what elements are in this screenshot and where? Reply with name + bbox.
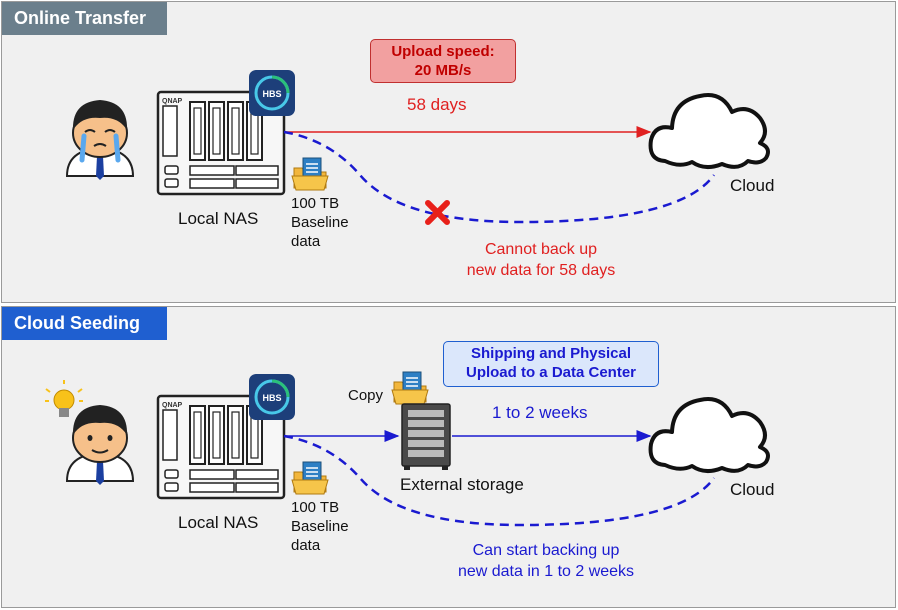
blocked-x-icon bbox=[425, 200, 450, 225]
online-duration: 58 days bbox=[407, 95, 467, 114]
upload-speed-callout: Upload speed: 20 MB/s bbox=[370, 39, 516, 83]
seeding-result-text: Can start backing up new data in 1 to 2 … bbox=[436, 540, 656, 582]
nas-device-icon: QNAP bbox=[156, 394, 286, 500]
person-icon bbox=[65, 405, 135, 485]
baseline-word: Baseline bbox=[291, 518, 349, 535]
idea-bulb-icon bbox=[45, 380, 83, 417]
copy-label: Copy bbox=[348, 387, 384, 404]
shipping-callout-line-1: Shipping and Physical bbox=[470, 345, 632, 362]
seeding-baseline-label: 100 TB Baseline data bbox=[291, 498, 349, 555]
external-storage-icon bbox=[401, 403, 451, 470]
svg-text:HBS: HBS bbox=[262, 89, 281, 99]
baseline-size: 100 TB bbox=[291, 195, 340, 212]
warning-line-1: Cannot back up bbox=[484, 241, 598, 258]
seeding-cloud-label: Cloud bbox=[730, 480, 775, 499]
svg-text:QNAP: QNAP bbox=[162, 402, 183, 409]
online-transfer-tab: Online Transfer bbox=[2, 2, 167, 35]
hbs-app-icon: HBS bbox=[249, 374, 295, 420]
external-storage-label: External storage bbox=[400, 475, 524, 494]
hbs-app-icon: HBS bbox=[249, 70, 295, 116]
seeding-nas-label: Local NAS bbox=[178, 513, 259, 532]
baseline-folder-icon bbox=[291, 157, 329, 191]
baseline-word: Baseline bbox=[291, 214, 349, 231]
baseline-data-word: data bbox=[291, 233, 321, 250]
shipping-callout-line-2: Upload to a Data Center bbox=[465, 364, 637, 381]
copy-folder-icon bbox=[391, 371, 429, 405]
online-baseline-label: 100 TB Baseline data bbox=[291, 194, 349, 251]
cloud-icon bbox=[648, 397, 770, 473]
cloud-icon bbox=[648, 93, 770, 169]
online-warning-text: Cannot back up new data for 58 days bbox=[446, 239, 636, 281]
svg-text:HBS: HBS bbox=[262, 393, 281, 403]
online-cloud-label: Cloud bbox=[730, 176, 775, 195]
online-nas-label: Local NAS bbox=[178, 209, 259, 228]
cloud-seeding-tab: Cloud Seeding bbox=[2, 307, 167, 340]
upload-speed-value: 20 MB/s bbox=[414, 62, 472, 79]
baseline-size: 100 TB bbox=[291, 499, 340, 516]
baseline-folder-icon bbox=[291, 461, 329, 495]
result-line-1: Can start backing up bbox=[472, 542, 620, 559]
shipping-callout: Shipping and Physical Upload to a Data C… bbox=[443, 341, 659, 387]
crying-person-icon bbox=[65, 100, 135, 180]
seeding-duration: 1 to 2 weeks bbox=[492, 403, 588, 422]
result-line-2: new data in 1 to 2 weeks bbox=[457, 563, 635, 580]
upload-speed-label: Upload speed: bbox=[391, 43, 495, 60]
baseline-data-word: data bbox=[291, 537, 321, 554]
svg-text:QNAP: QNAP bbox=[162, 98, 183, 105]
warning-line-2: new data for 58 days bbox=[466, 262, 616, 279]
